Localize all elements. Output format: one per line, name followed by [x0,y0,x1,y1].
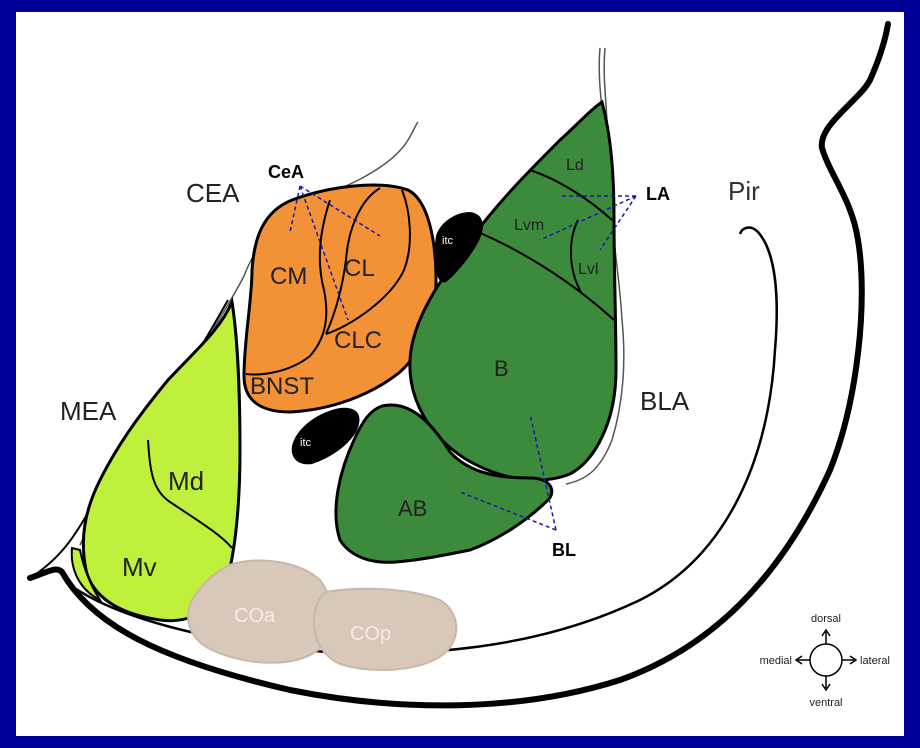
compass-label-lateral: lateral [860,655,890,667]
nucleus-label-md: Md [168,466,204,496]
compass-label-ventral: ventral [809,697,842,709]
compass-circle [810,644,842,676]
region-label-mea: MEA [60,396,117,426]
compass-label-medial: medial [760,655,792,667]
nucleus-label-bnst: BNST [250,373,314,400]
nucleus-label-lvm: Lvm [514,217,544,234]
nucleus-label-ld: Ld [566,157,584,174]
compass-label-dorsal: dorsal [811,613,841,625]
nucleus-label-itc-lower: itc [300,437,312,449]
nucleus-label-itc-upper: itc [442,235,454,247]
nucleus-label-b: B [494,356,509,381]
nucleus-label-cm: CM [270,263,307,290]
nucleus-label-clc: CLC [334,327,382,354]
region-label-bla: BLA [640,386,690,416]
nucleus-label-mv: Mv [122,552,157,582]
nucleus-label-cop: COp [350,623,391,645]
nucleus-label-ab: AB [398,496,427,521]
pointer-label-cea: CeA [268,162,304,182]
pointer-label-la: LA [646,184,670,204]
region-label-cea: CEA [186,178,240,208]
region-label-pir: Pir [728,176,760,206]
nucleus-label-cl: CL [344,255,375,282]
nucleus-label-lvl: Lvl [578,261,598,278]
nucleus-label-coa: COa [234,605,276,627]
pointer-label-bl: BL [552,540,576,560]
